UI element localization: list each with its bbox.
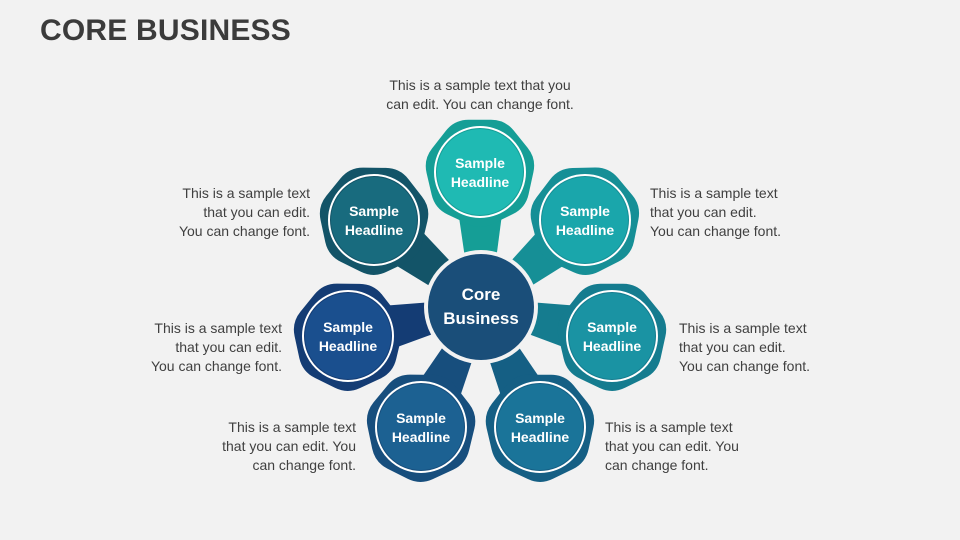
description-middle-left: This is a sample text that you can edit.… <box>90 319 282 376</box>
petal-headline-line1: Sample <box>587 319 637 335</box>
description-line: that you can edit. You <box>222 438 356 454</box>
slide-title: CORE BUSINESS <box>40 14 291 47</box>
description-lower-left: This is a sample text that you can edit.… <box>150 418 356 475</box>
petal-headline-line2: Headline <box>345 222 404 238</box>
description-middle-right: This is a sample text that you can edit.… <box>679 319 879 376</box>
description-upper-left: This is a sample text that you can edit.… <box>120 184 310 241</box>
petal-headline-line1: Sample <box>515 410 565 426</box>
petal-headline-line1: Sample <box>323 319 373 335</box>
description-line: This is a sample text <box>154 320 282 336</box>
petal-disc <box>497 384 583 470</box>
petal-headline-line2: Headline <box>583 338 642 354</box>
petal-ring <box>494 381 586 473</box>
description-line: This is a sample text that you <box>389 77 571 93</box>
description-line: You can change font. <box>650 223 782 239</box>
description-line: You can change font. <box>679 358 811 374</box>
description-line: You can change font. <box>178 223 310 239</box>
center-label-line1: Core <box>462 285 501 304</box>
description-line: can change font. <box>252 457 356 473</box>
petal-ring <box>302 290 394 382</box>
description-top: This is a sample text that you can edit.… <box>330 76 630 114</box>
description-line: This is a sample text <box>182 185 310 201</box>
description-line: that you can edit. <box>203 204 310 220</box>
description-upper-right: This is a sample text that you can edit.… <box>650 184 850 241</box>
petal-headline-line2: Headline <box>392 429 451 445</box>
description-line: This is a sample text <box>605 419 733 435</box>
petal-headline-line1: Sample <box>349 203 399 219</box>
description-line: You can change font. <box>150 358 282 374</box>
center-label-line2: Business <box>443 309 519 328</box>
petal-headline-line2: Headline <box>556 222 615 238</box>
petal-ring <box>375 381 467 473</box>
description-line: that you can edit. <box>175 339 282 355</box>
description-line: This is a sample text <box>228 419 356 435</box>
petal-headline-line1: Sample <box>396 410 446 426</box>
petal-headline-line1: Sample <box>455 155 505 171</box>
petal-headline-line2: Headline <box>319 338 378 354</box>
center-hub[interactable]: Core Business <box>424 250 538 364</box>
description-line: can edit. You can change font. <box>386 96 574 112</box>
description-lower-right: This is a sample text that you can edit.… <box>605 418 805 475</box>
petal-ring <box>328 174 420 266</box>
description-line: that you can edit. <box>679 339 786 355</box>
petal-disc <box>305 293 391 379</box>
description-line: This is a sample text <box>650 185 778 201</box>
petal-headline-line1: Sample <box>560 203 610 219</box>
petal-ring <box>566 290 658 382</box>
petal-headline-line2: Headline <box>511 429 570 445</box>
petal-ring <box>434 126 526 218</box>
petal-headline-line2: Headline <box>451 174 510 190</box>
petal-ring <box>539 174 631 266</box>
petal-disc <box>378 384 464 470</box>
petal-disc <box>542 177 628 263</box>
petal-disc <box>569 293 655 379</box>
description-line: This is a sample text <box>679 320 807 336</box>
description-line: can change font. <box>605 457 709 473</box>
description-line: that you can edit. <box>650 204 757 220</box>
description-line: that you can edit. You <box>605 438 739 454</box>
petal-disc <box>437 129 523 215</box>
petal-disc <box>331 177 417 263</box>
